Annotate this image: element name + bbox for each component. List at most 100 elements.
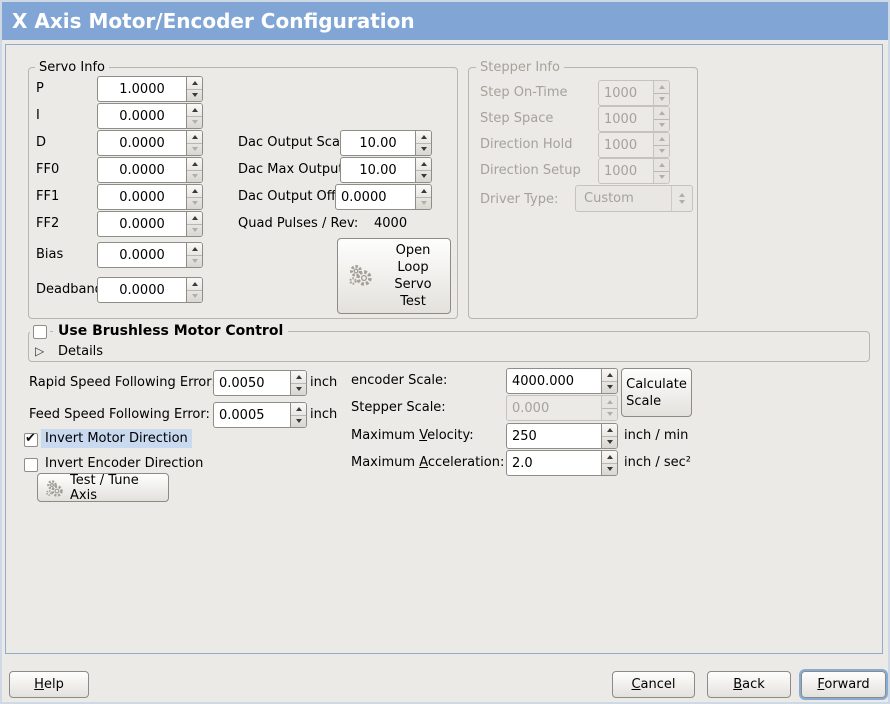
- spin-down-icon[interactable]: [416, 198, 431, 210]
- spin-down-icon[interactable]: [291, 384, 306, 396]
- ff2-spinner[interactable]: [186, 212, 202, 236]
- spin-up-icon[interactable]: [291, 403, 306, 416]
- rapid-following-error-value: 0.0050: [219, 375, 265, 391]
- spin-down-icon[interactable]: [602, 437, 617, 449]
- rapid-following-error-spinbox[interactable]: 0.0050: [213, 370, 307, 396]
- spin-up-icon[interactable]: [187, 278, 202, 291]
- spin-up-icon[interactable]: [602, 369, 617, 382]
- max-velocity-spinner[interactable]: [601, 424, 617, 448]
- spin-up-icon[interactable]: [416, 158, 431, 171]
- spin-up-icon[interactable]: [187, 158, 202, 171]
- d-spinbox[interactable]: 0.0000: [97, 130, 203, 156]
- spin-down-icon[interactable]: [187, 225, 202, 237]
- bias-spinbox[interactable]: 0.0000: [97, 242, 203, 268]
- ff0-spinbox[interactable]: 0.0000: [97, 157, 203, 183]
- feed-spinner[interactable]: [290, 403, 306, 427]
- use-brushless-label: Use Brushless Motor Control: [53, 323, 289, 339]
- max-acceleration-spinbox[interactable]: 2.0: [506, 450, 618, 476]
- test-tune-axis-label: Test / Tune Axis: [70, 472, 139, 503]
- i-spinner[interactable]: [186, 104, 202, 128]
- dac-max-spinner[interactable]: [415, 158, 431, 182]
- ff0-spinner[interactable]: [186, 158, 202, 182]
- p-label: P: [36, 81, 44, 96]
- max-acceleration-spinner[interactable]: [601, 451, 617, 475]
- spin-up-icon[interactable]: [187, 243, 202, 256]
- ff1-spinbox[interactable]: 0.0000: [97, 184, 203, 210]
- d-value: 0.0000: [119, 135, 165, 151]
- expander-arrow-icon[interactable]: ▷: [35, 344, 45, 358]
- spin-up-icon[interactable]: [602, 451, 617, 464]
- direction-setup-spinbox: 1000: [598, 158, 670, 184]
- spin-up-icon[interactable]: [187, 131, 202, 144]
- spin-down-icon[interactable]: [187, 171, 202, 183]
- encoder-scale-value: 4000.000: [512, 373, 575, 389]
- encoder-scale-spinner[interactable]: [601, 369, 617, 393]
- encoder-scale-label: encoder Scale:: [351, 373, 448, 388]
- deadband-spinbox[interactable]: 0.0000: [97, 277, 203, 303]
- calculate-scale-button[interactable]: Calculate Scale: [621, 368, 692, 417]
- feed-following-error-value: 0.0005: [219, 407, 265, 423]
- quad-pulses-label: Quad Pulses / Rev:: [238, 216, 359, 231]
- bias-value: 0.0000: [119, 247, 165, 263]
- p-spinbox[interactable]: 1.0000: [97, 76, 203, 102]
- max-velocity-spinbox[interactable]: 250: [506, 423, 618, 449]
- deadband-spinner[interactable]: [186, 278, 202, 302]
- help-button[interactable]: Help: [9, 671, 89, 698]
- step-on-time-label: Step On-Time: [480, 85, 568, 100]
- forward-button[interactable]: Forward: [801, 671, 886, 698]
- spin-down-icon[interactable]: [187, 117, 202, 129]
- spin-up-icon[interactable]: [416, 185, 431, 198]
- step-space-value: 1000: [604, 111, 638, 127]
- dac-max-output-value: 10.00: [359, 162, 397, 178]
- max-acceleration-unit: inch / sec²: [624, 455, 692, 470]
- spin-up-icon[interactable]: [602, 424, 617, 437]
- dac-output-scale-spinbox[interactable]: 10.00: [340, 130, 432, 156]
- spin-down-icon[interactable]: [187, 291, 202, 303]
- spin-up-icon[interactable]: [187, 185, 202, 198]
- dac-output-offset-spinbox[interactable]: 0.0000: [335, 184, 432, 210]
- open-loop-servo-test-button[interactable]: Open Loop Servo Test: [337, 238, 451, 314]
- details-expander-label[interactable]: Details: [58, 344, 104, 359]
- ff2-spinbox[interactable]: 0.0000: [97, 211, 203, 237]
- page-title: X Axis Motor/Encoder Configuration: [2, 2, 888, 40]
- dac-scale-spinner[interactable]: [415, 131, 431, 155]
- ff1-spinner[interactable]: [186, 185, 202, 209]
- spin-down-icon[interactable]: [187, 90, 202, 102]
- invert-motor-direction-label[interactable]: Invert Motor Direction: [41, 429, 192, 448]
- spin-down-icon[interactable]: [291, 416, 306, 428]
- d-spinner[interactable]: [186, 131, 202, 155]
- spin-up-icon[interactable]: [291, 371, 306, 384]
- i-spinbox[interactable]: 0.0000: [97, 103, 203, 129]
- spin-up-icon[interactable]: [187, 77, 202, 90]
- spin-down-icon[interactable]: [416, 144, 431, 156]
- spin-down-icon[interactable]: [187, 144, 202, 156]
- rapid-spinner[interactable]: [290, 371, 306, 395]
- open-loop-line: Servo: [394, 277, 432, 292]
- dac-max-output-spinbox[interactable]: 10.00: [340, 157, 432, 183]
- ff1-label: FF1: [36, 189, 60, 204]
- dac-offset-spinner[interactable]: [415, 185, 431, 209]
- use-brushless-checkbox[interactable]: [30, 322, 50, 342]
- spin-down-icon[interactable]: [187, 256, 202, 268]
- bias-label: Bias: [36, 247, 64, 262]
- spin-down-icon[interactable]: [416, 171, 431, 183]
- rapid-following-error-label: Rapid Speed Following Error:: [29, 375, 216, 390]
- spin-down-icon[interactable]: [602, 464, 617, 476]
- p-spinner[interactable]: [186, 77, 202, 101]
- cancel-button[interactable]: Cancel: [612, 671, 695, 698]
- invert-motor-direction-checkbox[interactable]: [24, 431, 38, 447]
- dac-output-scale-label: Dac Output Scale:: [238, 135, 356, 150]
- spin-up-icon[interactable]: [416, 131, 431, 144]
- back-button[interactable]: Back: [707, 671, 791, 698]
- spin-up-icon[interactable]: [187, 104, 202, 117]
- invert-encoder-direction-checkbox[interactable]: [24, 458, 38, 472]
- feed-following-error-spinbox[interactable]: 0.0005: [213, 402, 307, 428]
- spin-down-icon[interactable]: [602, 382, 617, 394]
- encoder-scale-spinbox[interactable]: 4000.000: [506, 368, 618, 394]
- bias-spinner[interactable]: [186, 243, 202, 267]
- spin-down-icon[interactable]: [187, 198, 202, 210]
- test-tune-axis-button[interactable]: Test / Tune Axis: [37, 472, 169, 503]
- invert-encoder-direction-label[interactable]: Invert Encoder Direction: [45, 456, 204, 471]
- stepper-info-legend: Stepper Info: [476, 60, 564, 75]
- spin-up-icon[interactable]: [187, 212, 202, 225]
